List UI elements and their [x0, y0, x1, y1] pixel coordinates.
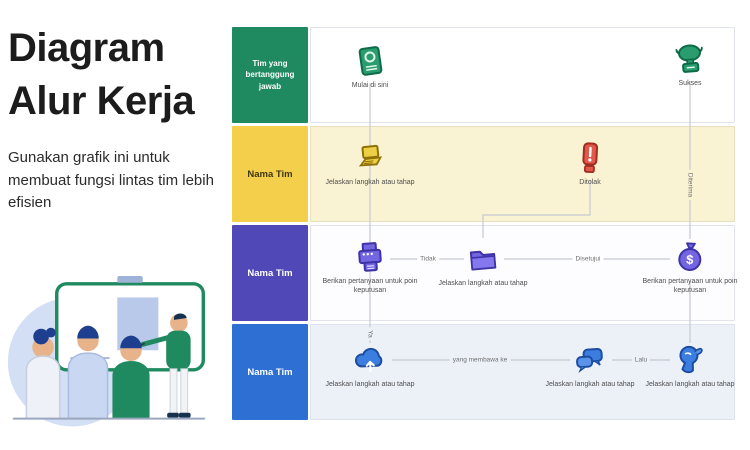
node-label: Jelaskan langkah atau tahap: [325, 179, 415, 186]
lane-body: [310, 27, 735, 123]
edge-label-no: Tidak: [417, 255, 439, 263]
node-step-hand: Jelaskan langkah atau tahap: [629, 342, 750, 389]
lane-header: Tim yang bertanggung jawab: [232, 27, 308, 123]
page-title: Diagram Alur Kerja: [8, 22, 228, 128]
alert-icon: [572, 140, 608, 176]
lane-team-2: Nama Tim: [232, 225, 735, 321]
laptop-icon: [352, 140, 388, 176]
cloud-upload-icon: [352, 342, 388, 378]
page-title-line2: Alur Kerja: [8, 78, 195, 123]
svg-text:$: $: [686, 252, 695, 268]
lane-header-label: Nama Tim: [247, 168, 293, 180]
node-label: Jelaskan langkah atau tahap: [325, 381, 415, 388]
node-decision-moneybag: $ Berikan pertanyaan untuk poin keputusa…: [629, 239, 750, 295]
node-label: Berikan pertanyaan untuk poin keputusan: [322, 278, 418, 295]
node-label: Sukses: [678, 80, 702, 87]
node-step-chat: Jelaskan langkah atau tahap: [529, 342, 651, 389]
node-success: Sukses: [629, 41, 750, 88]
edge-label-accepted: Diterima: [686, 169, 694, 201]
node-label: Jelaskan langkah atau tahap: [545, 381, 635, 388]
lane-header-label: Nama Tim: [247, 366, 293, 378]
lane-header-label: Nama Tim: [247, 267, 293, 279]
lane-header: Nama Tim: [232, 324, 308, 420]
team-whiteboard-illustration: [7, 275, 206, 427]
trophy-icon: [672, 41, 708, 77]
lane-header-label: Tim yang bertanggung jawab: [245, 58, 295, 91]
folder-icon: [465, 241, 501, 277]
node-start: Mulai di sini: [309, 43, 431, 90]
node-decision-printer: Berikan pertanyaan untuk poin keputusan: [309, 239, 431, 295]
edge-label-yes: Ya: [366, 327, 374, 341]
moneybag-icon: $: [672, 239, 708, 275]
node-label: Jelaskan langkah atau tahap: [438, 280, 528, 287]
node-label: Mulai di sini: [351, 82, 389, 89]
lane-header: Nama Tim: [232, 126, 308, 222]
edge-label-approved: Disetujui: [572, 255, 604, 263]
node-step-upload: Jelaskan langkah atau tahap: [309, 342, 431, 389]
chat-icon: [572, 342, 608, 378]
node-label: Ditolak: [579, 179, 601, 186]
page-title-line1: Diagram: [8, 26, 165, 70]
page-subtitle: Gunakan grafik ini untuk membuat fungsi …: [8, 149, 214, 211]
lane-body: [310, 324, 735, 420]
book-icon: [352, 43, 388, 79]
lane-body: [310, 225, 735, 321]
hand-icon: [672, 342, 708, 378]
edge-label-then: Lalu: [631, 356, 651, 364]
lane-header: Nama Tim: [232, 225, 308, 321]
node-rejected: Ditolak: [529, 140, 651, 187]
node-step-folder: Jelaskan langkah atau tahap: [422, 241, 544, 288]
lane-responsible-team: Tim yang bertanggung jawab: [232, 27, 735, 123]
lane-team-3: Nama Tim: [232, 324, 735, 420]
lane-team-1: Nama Tim: [232, 126, 735, 222]
node-step-laptop: Jelaskan langkah atau tahap: [309, 140, 431, 187]
edge-label-leads-to: yang membawa ke: [449, 356, 511, 364]
node-label: Berikan pertanyaan untuk poin keputusan: [642, 278, 738, 295]
workflow-diagram: Tim yang bertanggung jawab Nama Tim Nama…: [232, 27, 737, 424]
printer-icon: [352, 239, 388, 275]
node-label: Jelaskan langkah atau tahap: [645, 381, 735, 388]
